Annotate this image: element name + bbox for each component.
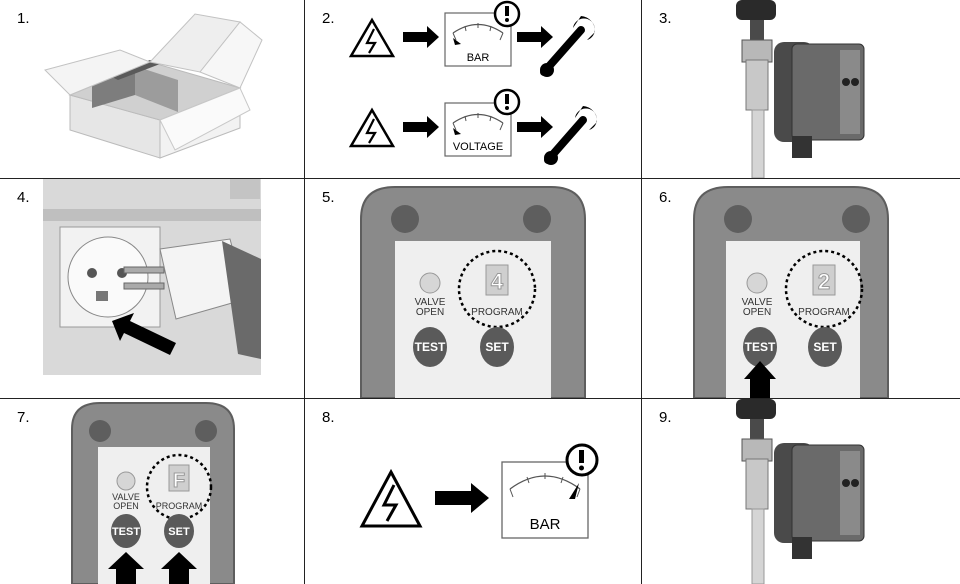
wrench-icon: [540, 16, 596, 77]
step-number: 5.: [322, 189, 335, 206]
highlight-circle: [457, 249, 537, 329]
high-voltage-icon: [348, 107, 396, 148]
control-panel: VALVE OPEN 4 PROGRAM TEST SET: [360, 186, 586, 398]
gauge-label: BAR: [530, 516, 561, 533]
svg-text:OPEN: OPEN: [743, 307, 771, 318]
step-number: 2.: [322, 10, 335, 27]
svg-text:TEST: TEST: [415, 340, 446, 354]
highlight-circle: [784, 249, 864, 329]
step-6-cell: 6. VALVE OPEN 2 PROGRAM TEST SET: [642, 179, 960, 398]
svg-text:TEST: TEST: [745, 340, 776, 354]
display-digit: 2: [818, 269, 830, 294]
svg-text:VALVE: VALVE: [742, 297, 773, 308]
grid-divider-v2: [641, 0, 642, 584]
step-number: 1.: [17, 10, 30, 27]
high-voltage-icon: [348, 17, 396, 58]
valve-led: [746, 272, 768, 294]
step-3-cell: 3.: [642, 0, 960, 178]
arrow-icon: [403, 116, 439, 138]
arrow-icon: [517, 26, 553, 48]
svg-text:VALVE: VALVE: [415, 297, 446, 308]
step-number: 8.: [322, 409, 335, 426]
valve-device-icon: [736, 0, 865, 178]
test-button: [413, 327, 447, 367]
svg-text:PROGRAM: PROGRAM: [156, 501, 203, 511]
step-4-cell: 4.: [0, 179, 304, 398]
plug-icon: [43, 179, 261, 375]
arrow-icon: [108, 552, 144, 584]
grid-divider-h1: [0, 178, 960, 179]
step-5-cell: 5. VALVE OPEN 4 PROGRAM TEST SET: [305, 179, 641, 398]
grid-divider-h2: [0, 398, 960, 399]
step-2-cell: 2. BAR: [305, 0, 641, 178]
step-1-cell: 1.: [0, 0, 304, 178]
set-button: [164, 514, 194, 548]
arrow-icon: [161, 552, 197, 584]
control-panel: VALVE OPEN F PROGRAM TEST SET: [71, 402, 235, 584]
svg-text:SET: SET: [485, 340, 509, 354]
box-icon: [44, 13, 263, 159]
arrow-icon: [435, 483, 489, 513]
high-voltage-icon: [359, 468, 423, 528]
svg-text:SET: SET: [168, 526, 190, 538]
svg-text:PROGRAM: PROGRAM: [798, 307, 850, 318]
step-number: 6.: [659, 189, 672, 206]
set-button: [808, 327, 842, 367]
exclamation-icon: [565, 443, 599, 477]
arrow-icon: [403, 26, 439, 48]
arrow-icon: [112, 313, 176, 355]
exclamation-icon: [493, 88, 521, 116]
display-digit: F: [173, 470, 185, 492]
step-number: 3.: [659, 10, 672, 27]
display-digit: 4: [491, 269, 504, 294]
wrench-icon: [544, 106, 598, 165]
valve-device-icon: [736, 399, 865, 584]
svg-text:VALVE: VALVE: [112, 492, 140, 502]
gauge-label: VOLTAGE: [453, 141, 503, 153]
test-button: [743, 327, 777, 367]
arrow-icon: [517, 116, 553, 138]
svg-text:SET: SET: [813, 340, 837, 354]
control-panel: VALVE OPEN 2 PROGRAM TEST SET: [693, 186, 889, 398]
gauge-icon: BAR: [501, 461, 589, 539]
valve-led: [116, 471, 136, 491]
svg-text:TEST: TEST: [112, 526, 140, 538]
grid-divider-v1: [304, 0, 305, 584]
test-button: [111, 514, 141, 548]
step-number: 9.: [659, 409, 672, 426]
step-number: 4.: [17, 189, 30, 206]
step-8-cell: 8. BAR: [305, 399, 641, 584]
step-7-cell: 7. VALVE OPEN F PROGRAM TEST SET: [0, 399, 304, 584]
svg-text:PROGRAM: PROGRAM: [471, 307, 523, 318]
gauge-label: BAR: [467, 52, 490, 64]
svg-text:OPEN: OPEN: [416, 307, 444, 318]
step-9-cell: 9.: [642, 399, 960, 584]
valve-led: [419, 272, 441, 294]
svg-text:OPEN: OPEN: [113, 501, 139, 511]
exclamation-icon: [493, 0, 521, 28]
arrow-icon: [744, 361, 776, 398]
set-button: [480, 327, 514, 367]
step-number: 7.: [17, 409, 30, 426]
